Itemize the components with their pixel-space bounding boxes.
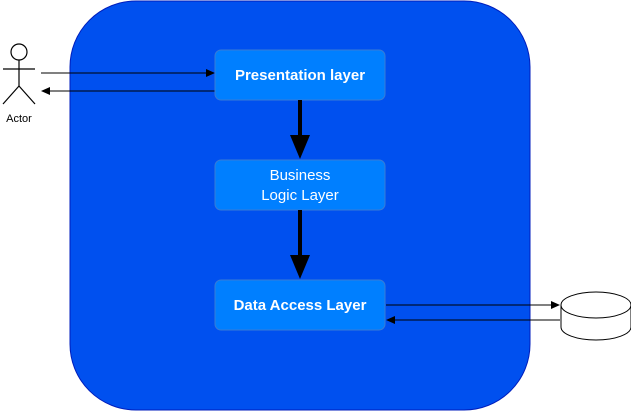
actor-label: Actor	[6, 113, 32, 125]
presentation-layer-label: Presentation layer	[235, 67, 365, 84]
actor-figure	[2, 43, 36, 105]
actor-head-icon	[10, 43, 28, 61]
data-access-layer-label: Data Access Layer	[234, 297, 367, 314]
business-logic-layer-label-line2: Logic Layer	[261, 187, 339, 204]
business-logic-layer-label-line1: Business	[270, 167, 331, 184]
database-cylinder-icon	[560, 291, 631, 341]
data-access-layer-box[interactable]	[214, 279, 386, 331]
